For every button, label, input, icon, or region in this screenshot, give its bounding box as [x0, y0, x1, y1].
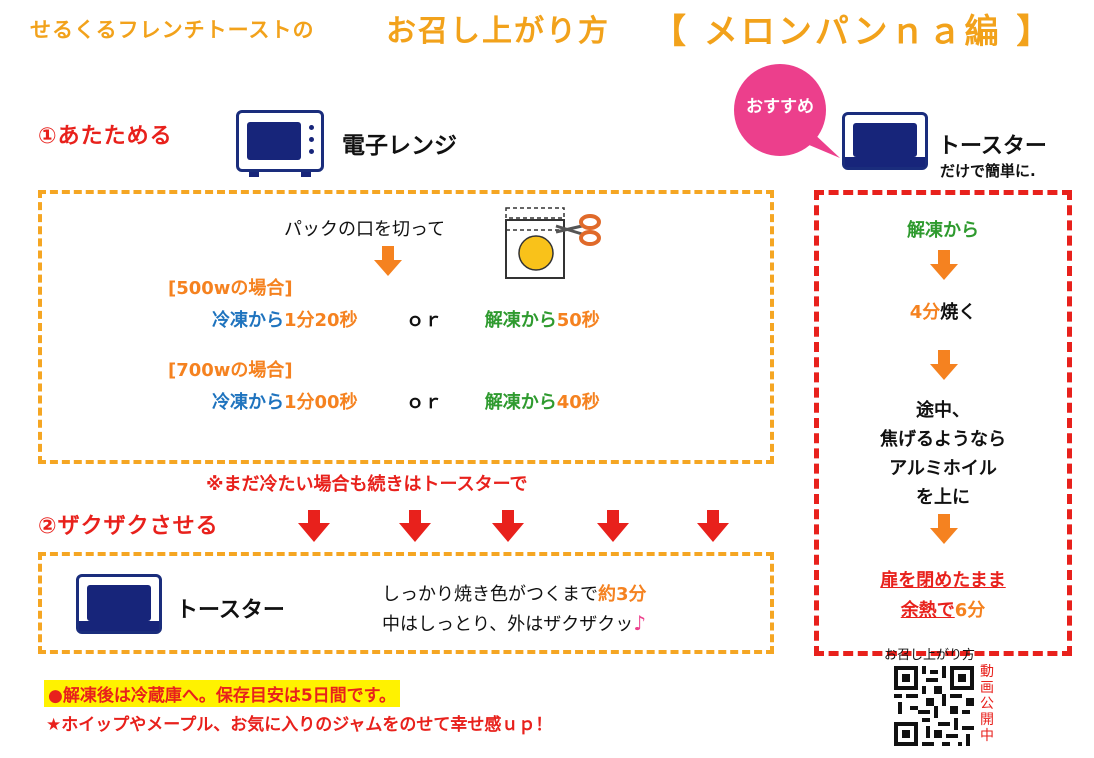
cut-instruction: パックの口を切って: [284, 219, 446, 240]
microwave-label: 電子レンジ: [342, 133, 457, 159]
w700-thawed: 解凍から: [484, 392, 557, 413]
qr-side-char: 開: [980, 712, 994, 728]
qr-side-char: 動: [980, 664, 994, 680]
qr-side-text: 動 画 公 開 中: [980, 664, 996, 744]
microwave-instructions-box: [38, 190, 774, 464]
arrow-down-icon: [930, 514, 958, 548]
rec-mid-line: を上に: [916, 487, 970, 508]
step1-label: ①あたためる: [38, 124, 173, 149]
w700-row: 冷凍から1分00秒 ｏｒ 解凍から40秒: [212, 388, 600, 414]
recommend-bubble: [730, 62, 840, 166]
w500-frozen: 冷凍から: [212, 310, 284, 331]
header-title: お召し上がり方: [386, 14, 610, 49]
w500-row: 冷凍から1分20秒 ｏｒ 解凍から50秒: [212, 306, 600, 332]
toaster-recommend-icon: [842, 112, 928, 170]
qr-side-char: 画: [980, 680, 994, 696]
w700-heading: [700wの場合]: [168, 360, 293, 381]
w500-or: ｏｒ: [406, 310, 443, 331]
w500-thawed: 解凍から: [484, 310, 557, 331]
scissors-pack-icon: [504, 206, 604, 284]
header-prefix: せるくるフレンチトーストの: [30, 18, 315, 42]
arrow-down-icon: [930, 350, 958, 384]
rec-mid: 途中、 焦げるようなら アルミホイル を上に: [814, 396, 1072, 512]
w500-thawed-time: 50秒: [556, 310, 600, 331]
rec-close1: 扉を閉めたまま: [880, 570, 1006, 591]
recommend-sub: だけで簡単に.: [940, 162, 1036, 180]
cold-note: ※まだ冷たい場合も続きはトースターで: [206, 474, 528, 495]
toaster-label: トースター: [176, 598, 285, 623]
w700-frozen: 冷凍から: [212, 392, 284, 413]
toaster-time: 約3分: [598, 584, 647, 605]
toaster-only-box: [814, 190, 1072, 656]
toaster-line2-text: 中はしっとり、外はザクザクッ: [382, 614, 634, 635]
music-note-icon: ♪: [633, 611, 647, 635]
qr-caption: お召し上がり方: [884, 648, 976, 663]
toaster-instructions-box: [38, 552, 774, 654]
arrow-down-icon: [374, 246, 402, 280]
w500-frozen-time: 1分20秒: [284, 310, 358, 331]
rec-mid-line: 途中、: [916, 400, 970, 421]
toaster-icon: [76, 574, 162, 634]
rec-time-rest: 焼く: [940, 302, 977, 323]
recommend-badge: おすすめ: [746, 97, 814, 117]
step2-label: ②ザクザクさせる: [38, 514, 219, 539]
rec-close2-b: 6分: [954, 600, 986, 621]
qr-side-char: 公: [980, 696, 994, 712]
w500-heading: [500wの場合]: [168, 278, 293, 299]
footer-note1: ●解凍後は冷蔵庫へ。保存目安は5日間です。: [44, 680, 400, 707]
rec-close2-a: 余熱で: [900, 600, 955, 621]
rec-mid-line: アルミホイル: [889, 458, 997, 479]
rec-from: 解凍から: [907, 220, 979, 241]
toaster-line1-text: しっかり焼き色がつくまで: [382, 584, 598, 605]
w700-or: ｏｒ: [406, 392, 443, 413]
qr-code-icon[interactable]: [894, 666, 974, 750]
footer-note2: ★ホイップやメープル、お気に入りのジャムをのせて幸せ感ｕｐ！: [46, 715, 553, 735]
red-arrows: [298, 510, 738, 548]
w700-frozen-time: 1分00秒: [284, 392, 358, 413]
rec-time: 4分焼く: [814, 298, 1072, 324]
recommend-device: トースター: [938, 134, 1047, 159]
w700-thawed-time: 40秒: [556, 392, 600, 413]
rec-time-num: 4分: [909, 302, 941, 323]
toaster-line1: しっかり焼き色がつくまで約3分: [382, 580, 647, 606]
toaster-line2: 中はしっとり、外はザクザクッ♪: [382, 610, 646, 636]
arrow-down-icon: [930, 250, 958, 284]
rec-mid-line: 焦げるようなら: [880, 429, 1006, 450]
qr-side-char: 中: [980, 728, 994, 744]
rec-close2: 余熱で6分: [814, 596, 1072, 622]
microwave-icon: [236, 110, 324, 177]
header-edition: 【 メロンパンｎａ編 】: [652, 12, 1054, 52]
